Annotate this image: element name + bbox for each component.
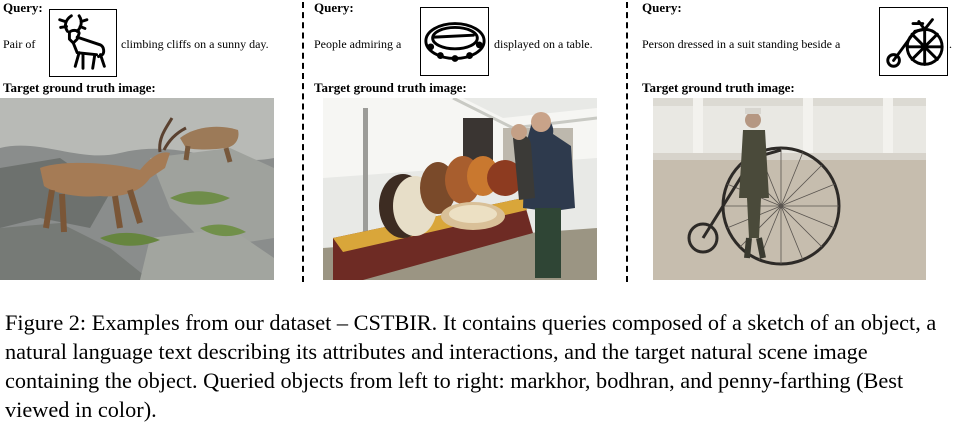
panel-separator-left bbox=[302, 2, 304, 282]
target-label: Target ground truth image: bbox=[642, 80, 795, 95]
markhor-sketch-icon bbox=[49, 9, 117, 77]
query-text-after: . bbox=[949, 37, 952, 51]
query-text-after: climbing cliffs on a sunny day. bbox=[121, 37, 269, 51]
query-text-before: People admiring a bbox=[314, 37, 402, 51]
query-label: Query: bbox=[642, 0, 682, 15]
target-label: Target ground truth image: bbox=[3, 80, 156, 95]
example-panel-penny-farthing: Query: Person dressed in a suit standing… bbox=[640, 0, 952, 285]
target-image-bodhran bbox=[323, 98, 597, 280]
query-text-after: displayed on a table. bbox=[494, 37, 593, 51]
query-label: Query: bbox=[314, 0, 354, 15]
target-image-penny-farthing bbox=[653, 98, 926, 280]
target-image-markhor bbox=[0, 98, 274, 280]
query-label: Query: bbox=[3, 0, 43, 15]
query-text-before: Pair of bbox=[3, 37, 36, 51]
example-panel-bodhran: Query: People admiring a displayed on a … bbox=[312, 0, 624, 285]
target-label: Target ground truth image: bbox=[314, 80, 467, 95]
query-text-before: Person dressed in a suit standing beside… bbox=[642, 37, 841, 51]
bodhran-sketch-icon bbox=[420, 7, 489, 76]
example-panel-markhor: Query: Pair of climbing cliffs on a sunn… bbox=[0, 0, 296, 285]
panel-separator-right bbox=[626, 2, 628, 282]
figure-caption: Figure 2: Examples from our dataset – CS… bbox=[5, 310, 937, 422]
penny-farthing-sketch-icon bbox=[879, 7, 948, 76]
